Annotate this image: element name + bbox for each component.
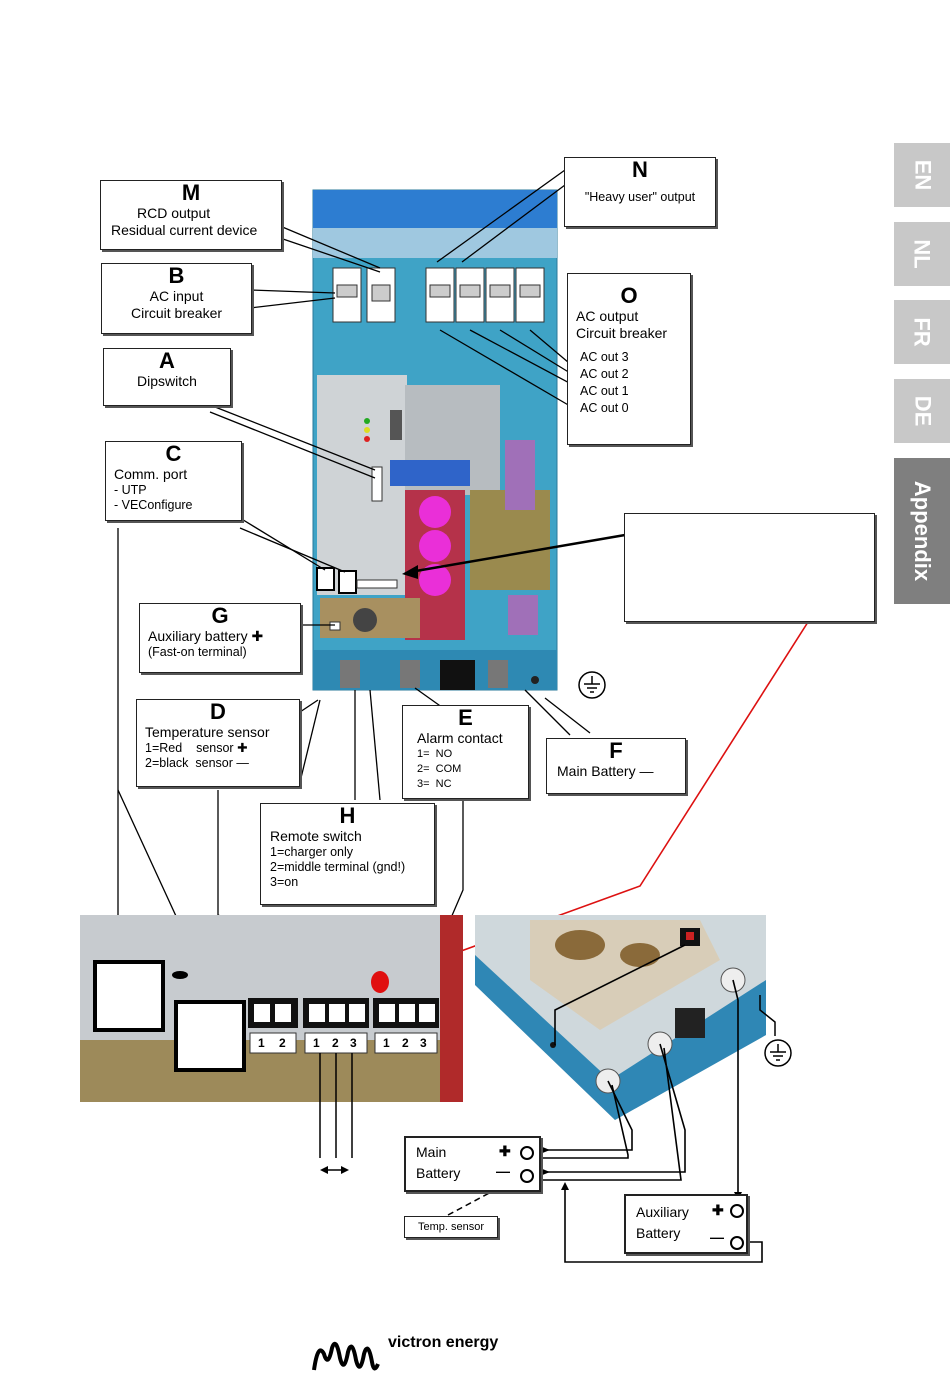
label-h-line3: 2=middle terminal (gnd!): [270, 860, 406, 874]
label-h-line4: 3=on: [270, 875, 299, 889]
label-e-line1: Alarm contact: [417, 730, 503, 746]
label-b: B AC input Circuit breaker: [101, 263, 252, 334]
callout-box: [624, 513, 875, 622]
label-a-letter: A: [159, 348, 175, 373]
label-m-line2: Residual current device: [111, 222, 258, 238]
label-e-line4: 3= NC: [417, 778, 452, 790]
label-h-line2: 1=charger only: [270, 845, 354, 859]
label-e-letter: E: [458, 705, 473, 730]
ac-out-3: AC out 3: [580, 350, 629, 364]
label-g-line2: (Fast-on terminal): [148, 645, 247, 659]
label-g: G Auxiliary battery ✚ (Fast-on terminal): [139, 603, 301, 673]
tab-appendix[interactable]: Appendix: [894, 458, 950, 604]
label-a-line1: Dipswitch: [137, 373, 197, 389]
label-d-line3: 2=black sensor —: [145, 756, 249, 770]
ac-out-1: AC out 1: [580, 384, 629, 398]
label-d: D Temperature sensor 1=Red sensor ✚ 2=bl…: [136, 699, 300, 787]
label-e-line2: 1= NO: [417, 748, 453, 760]
label-f: F Main Battery —: [546, 738, 686, 794]
label-c-line3: - VEConfigure: [114, 498, 193, 512]
label-b-letter: B: [168, 263, 185, 288]
terminal-2-pin-1: 1: [258, 1036, 265, 1050]
label-f-line1: Main Battery —: [557, 763, 654, 779]
terminal-3b-pin-2: 2: [402, 1036, 409, 1050]
main-battery-line2: Battery: [416, 1165, 461, 1181]
main-battery-minus: —: [496, 1163, 510, 1179]
label-c-line2: - UTP: [114, 483, 147, 497]
label-h-line1: Remote switch: [270, 828, 362, 844]
victron-logo-icon: [312, 1341, 380, 1371]
label-e: E Alarm contact 1= NO 2= COM 3= NC: [402, 705, 529, 799]
label-m-line1: RCD output: [137, 205, 211, 221]
brand-name: victron energy: [388, 1334, 499, 1351]
label-o-line1: AC output: [576, 308, 639, 324]
label-c: C Comm. port - UTP - VEConfigure: [105, 441, 242, 521]
label-c-letter: C: [165, 441, 182, 466]
main-battery-plus-terminal: [520, 1146, 534, 1160]
label-o-letter: O: [620, 283, 638, 308]
label-e-line3: 2= COM: [417, 763, 462, 775]
label-f-letter: F: [609, 738, 623, 763]
label-h-letter: H: [339, 803, 356, 828]
terminal-2-pin-2: 2: [279, 1036, 286, 1050]
label-n-line1: "Heavy user" output: [584, 190, 696, 204]
label-b-line2: Circuit breaker: [130, 305, 223, 321]
tab-nl[interactable]: NL: [894, 222, 950, 286]
label-o: O AC output Circuit breaker AC out 3 AC …: [567, 273, 691, 445]
temp-sensor-text: Temp. sensor: [417, 1221, 485, 1233]
aux-battery: Auxiliary Battery ✚ —: [624, 1194, 748, 1254]
aux-battery-plus: ✚: [712, 1202, 724, 1218]
label-b-line1: AC input: [149, 288, 204, 304]
label-g-letter: G: [211, 603, 229, 628]
terminal-3a-pin-2: 2: [332, 1036, 339, 1050]
main-battery-line1: Main: [416, 1144, 447, 1160]
aux-battery-line1: Auxiliary: [636, 1204, 689, 1220]
tab-en[interactable]: EN: [894, 143, 950, 207]
label-c-line1: Comm. port: [114, 466, 188, 482]
terminal-3b-pin-1: 1: [383, 1036, 390, 1050]
aux-battery-minus-terminal: [730, 1236, 744, 1250]
main-battery-plus: ✚: [499, 1143, 511, 1159]
label-d-line2: 1=Red sensor ✚: [145, 741, 248, 755]
aux-battery-line2: Battery: [636, 1225, 681, 1241]
temp-sensor-label: Temp. sensor: [404, 1216, 498, 1238]
label-m-letter: M: [181, 180, 201, 205]
tab-fr[interactable]: FR: [894, 300, 950, 364]
aux-battery-minus: —: [710, 1229, 724, 1245]
label-a: A Dipswitch: [103, 348, 231, 406]
label-m: M RCD output Residual current device: [100, 180, 282, 250]
terminal-3a-pin-1: 1: [313, 1036, 320, 1050]
label-n-letter: N: [632, 157, 648, 182]
tab-de[interactable]: DE: [894, 379, 950, 443]
label-g-line1: Auxiliary battery ✚: [148, 628, 264, 644]
main-battery-minus-terminal: [520, 1169, 534, 1183]
label-d-letter: D: [210, 699, 226, 724]
label-h: H Remote switch 1=charger only 2=middle …: [260, 803, 435, 905]
label-o-line2: Circuit breaker: [576, 325, 668, 341]
ac-out-0: AC out 0: [580, 401, 629, 415]
terminal-3a-pin-3: 3: [350, 1036, 357, 1050]
label-n: N "Heavy user" output: [564, 157, 716, 227]
aux-battery-plus-terminal: [730, 1204, 744, 1218]
label-d-line1: Temperature sensor: [145, 724, 270, 740]
main-battery: Main Battery ✚ —: [404, 1136, 541, 1192]
ac-out-2: AC out 2: [580, 367, 629, 381]
terminal-3b-pin-3: 3: [420, 1036, 427, 1050]
